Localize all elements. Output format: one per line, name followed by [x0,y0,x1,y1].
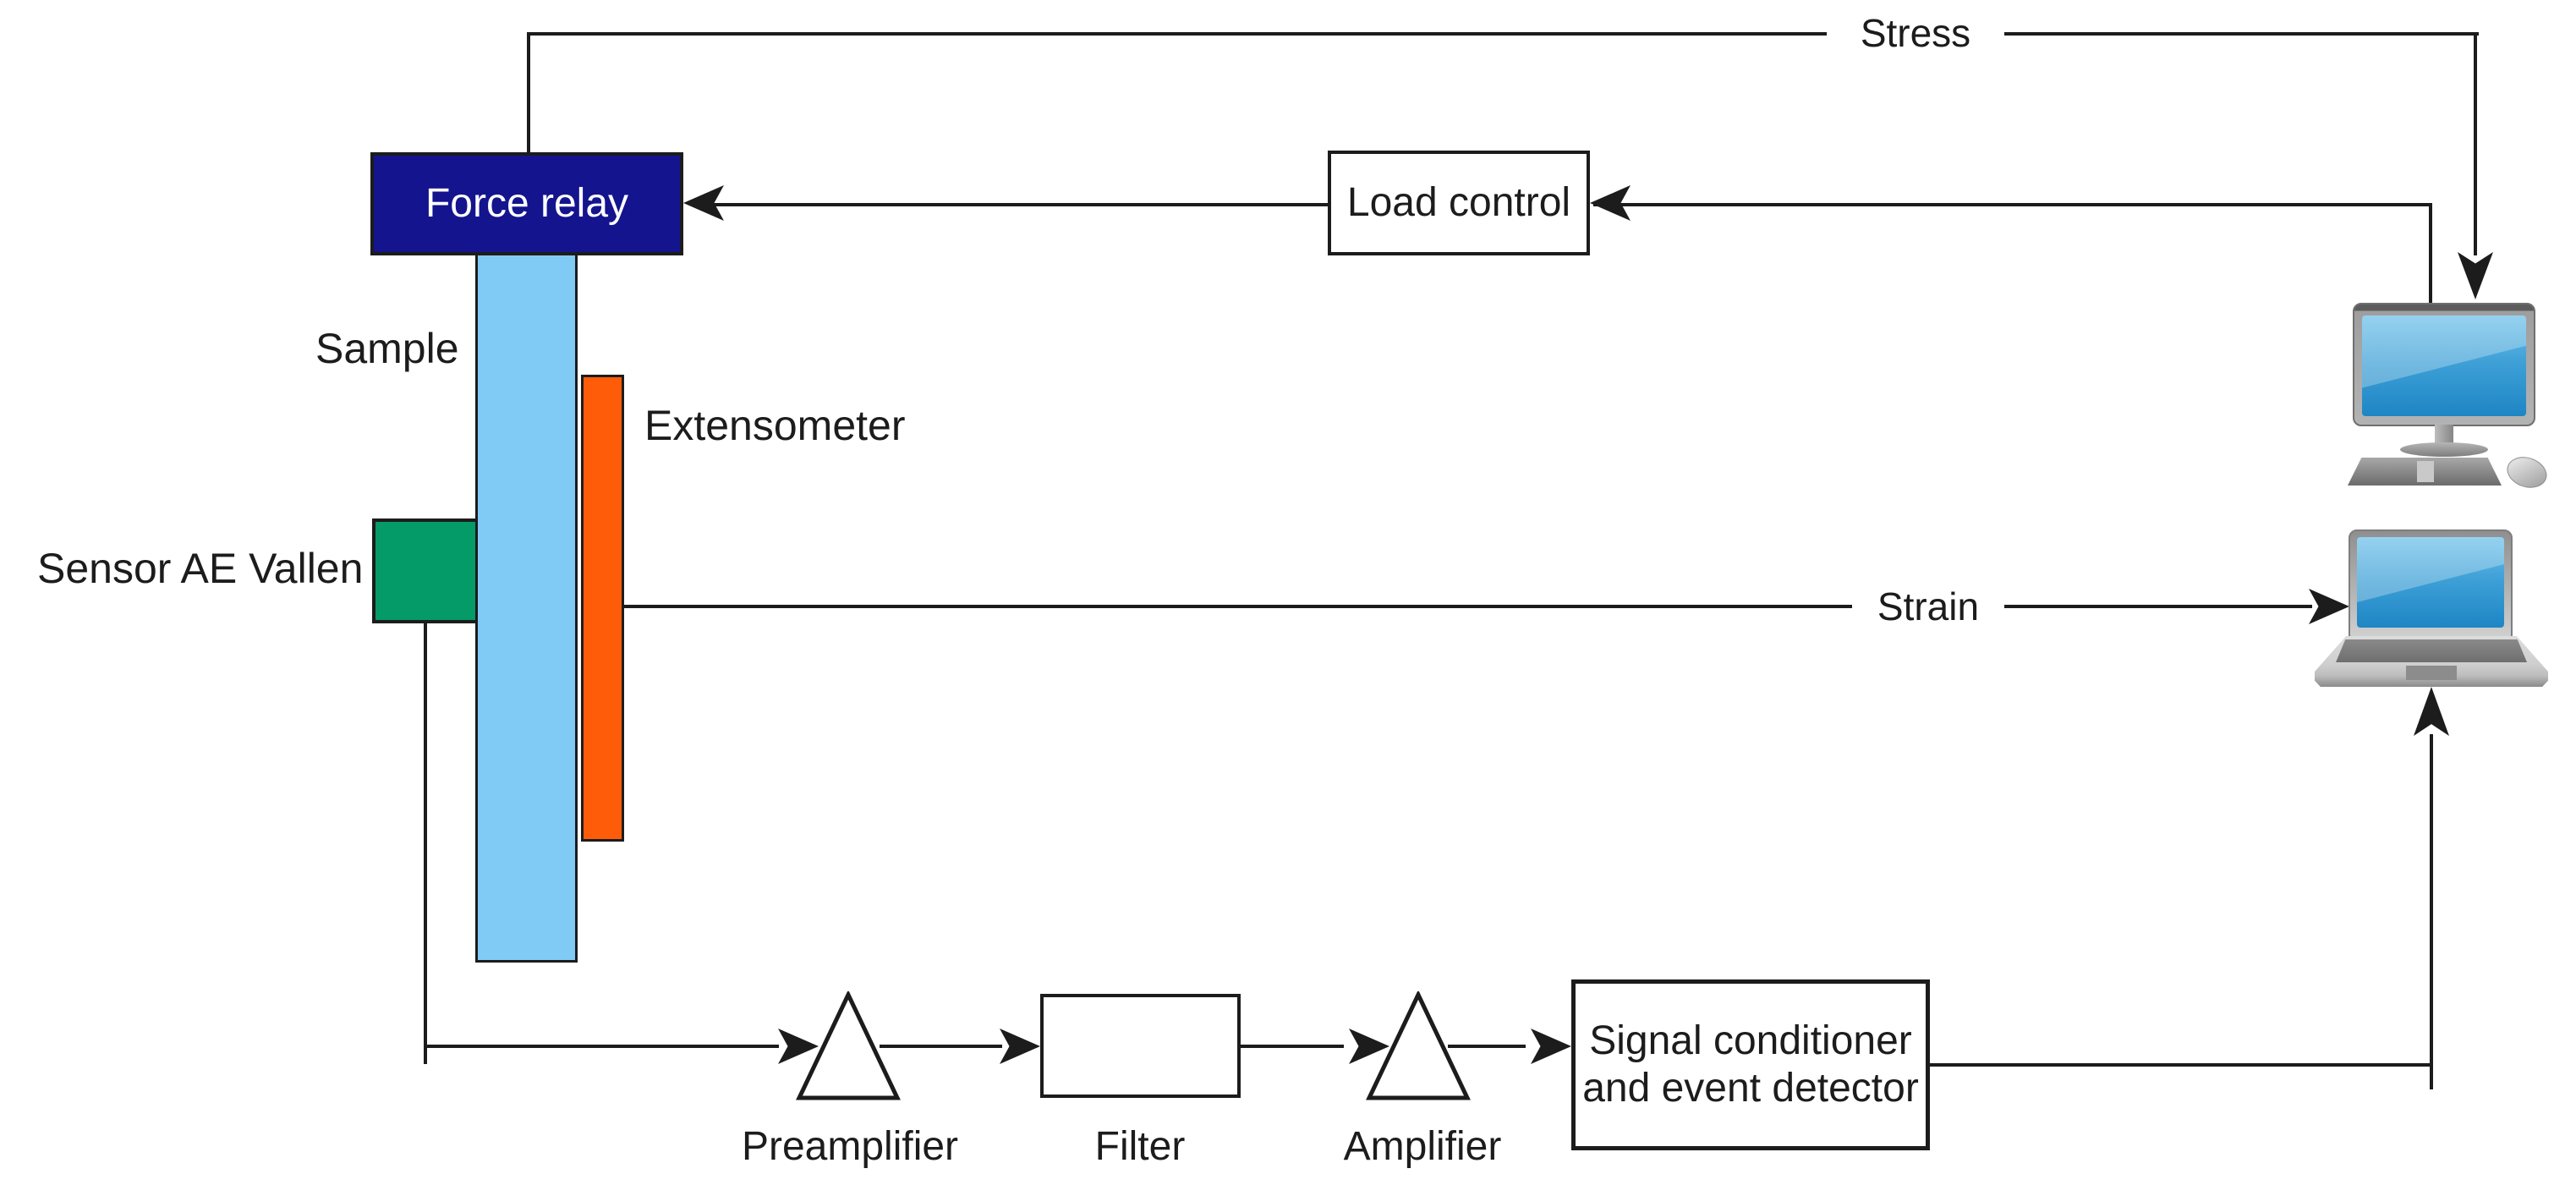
signal-conditioner-line1: Signal conditioner [1589,1018,1912,1063]
desktop-screen [2362,315,2526,416]
arrowhead-into-laptop-bottom [2414,687,2449,736]
stress-line-horizontal [529,32,2479,36]
chain-line-3 [1241,1045,1344,1048]
strain-line [624,605,2312,608]
laptop-touchpad-icon [2406,666,2457,680]
desktop-stand-base [2400,442,2488,457]
amplifier-label: Amplifier [1343,1124,1502,1169]
desktop-up-line [2429,203,2432,306]
strain-wire-label: Strain [1852,580,2004,633]
amplifier-triangle [1366,991,1471,1100]
stress-wire-label: Stress [1827,7,2004,59]
stress-line-vertical-right [2474,32,2477,255]
laptop-screen-icon [2349,529,2513,638]
chain-line-2 [880,1045,1002,1048]
arrowhead-strain-into-laptop [2309,589,2349,624]
sensor-label: Sensor AE Vallen [37,545,364,592]
desktop-keyboard-notch [2417,461,2434,482]
desktop-stand [2435,425,2453,447]
desktop-to-loadcontrol-line [1593,203,2431,206]
arrowhead-stress-into-desktop [2458,252,2493,299]
sc-out-line-vertical [2430,734,2433,1089]
load-control-label: Load control [1346,180,1571,225]
force-relay-box: Force relay [370,152,683,255]
arrowhead-into-filter [1000,1029,1040,1064]
sensor-down-line [424,622,427,1064]
sensor-ae-box [372,518,480,623]
extensometer-label: Extensometer [644,402,906,449]
preamplifier-triangle [796,991,901,1100]
desktop-monitor-icon [2353,303,2535,426]
arrowhead-into-signal-conditioner [1531,1029,1571,1064]
desktop-mouse-icon [2502,452,2551,493]
sc-out-line-horizontal [1930,1063,2431,1067]
load-control-box: Load control [1328,151,1590,255]
preamplifier-label: Preamplifier [741,1124,959,1169]
filter-label: Filter [1094,1124,1186,1169]
laptop-keyboard-icon [2336,639,2527,662]
signal-conditioner-line2: and event detector [1582,1066,1919,1111]
laptop-screen [2357,537,2504,628]
filter-box [1040,994,1241,1098]
extensometer-bar [581,375,624,842]
sample-bar [475,252,578,963]
stress-line-vertical-left [527,32,530,154]
loadcontrol-to-forcerelay-line [702,203,1328,206]
signal-conditioner-box: Signal conditioner and event detector [1571,979,1930,1150]
force-relay-label: Force relay [425,181,629,226]
chain-line-4 [1448,1045,1526,1048]
sample-label: Sample [315,325,459,372]
chain-line-1 [424,1045,779,1048]
